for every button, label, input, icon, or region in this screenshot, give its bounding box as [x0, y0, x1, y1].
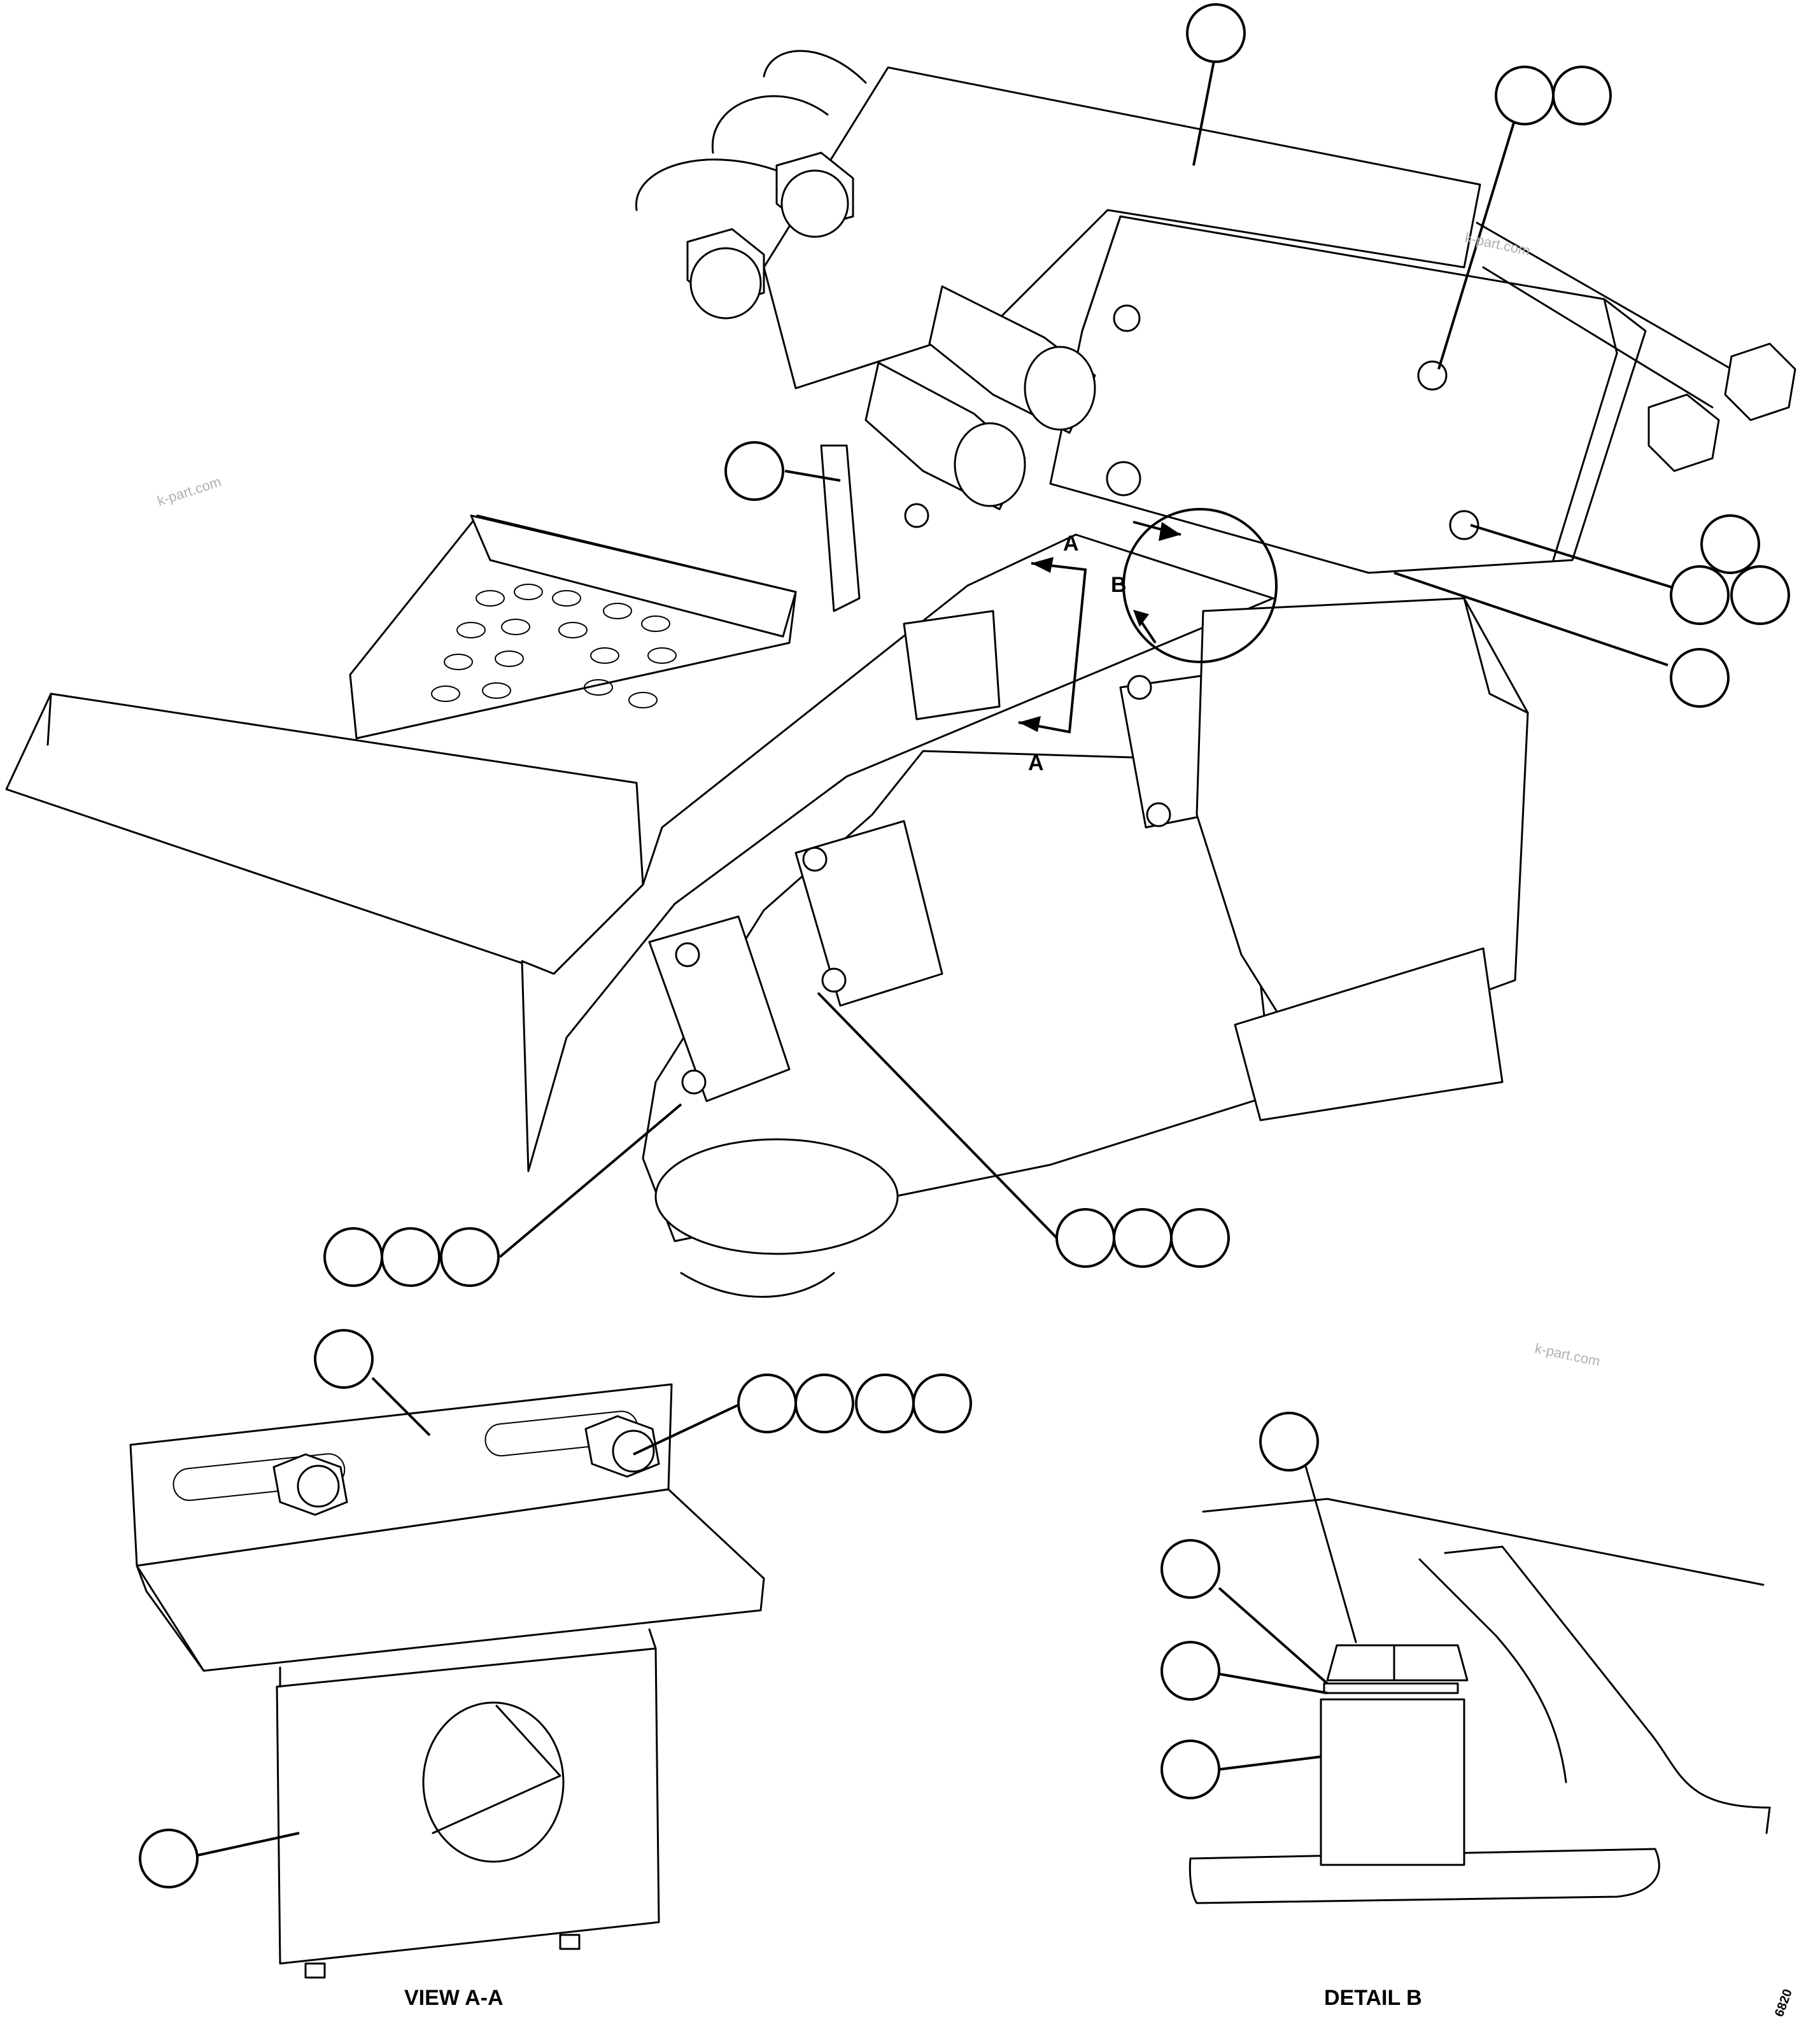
watermark: k-part.com [155, 474, 223, 509]
callout-balloon [1670, 648, 1730, 708]
callout-balloon [1259, 1412, 1319, 1472]
callout-balloon [440, 1227, 500, 1287]
callout-balloon [1055, 1208, 1115, 1268]
small-bracket [903, 610, 1001, 720]
main-support-plate [521, 533, 1274, 1172]
callout-balloon [1186, 3, 1246, 63]
hex-bolt [775, 151, 854, 238]
callout-balloon [912, 1374, 972, 1433]
callout-balloon [794, 1374, 854, 1433]
nut [1417, 360, 1448, 391]
callout-balloon [314, 1329, 374, 1389]
callout-balloon [1113, 1208, 1173, 1268]
perforated-step [349, 514, 797, 740]
nut [904, 503, 929, 528]
callout-balloon [724, 441, 784, 501]
clamp-bore [422, 1701, 565, 1863]
hex-nut [584, 1415, 660, 1478]
pump-housing [642, 750, 1274, 1298]
callout-balloon [1160, 1641, 1220, 1701]
callout-balloon [1170, 1208, 1230, 1268]
hex-bolt [1724, 342, 1796, 421]
callout-balloon [1160, 1739, 1220, 1799]
hex-bolt [1647, 393, 1720, 472]
section-a-label-top: A [1063, 531, 1079, 556]
nut [1449, 510, 1479, 540]
callout-balloon [1160, 1539, 1220, 1599]
detail-b-circle [1122, 508, 1278, 663]
strap [820, 444, 861, 612]
callout-balloon [1552, 66, 1612, 125]
callout-balloon [1495, 66, 1555, 125]
view-aa-title: VIEW A-A [404, 1986, 504, 2010]
callout-balloon [737, 1374, 797, 1433]
detail-b: DETAIL B [1160, 1412, 1771, 2010]
platform-plate [5, 692, 644, 975]
view-aa: VIEW A-A [129, 1329, 972, 2010]
section-b-label: B [1111, 573, 1127, 597]
flange-clamp [794, 820, 943, 1007]
mounting-foot [1189, 1848, 1660, 1904]
callout-balloon [855, 1374, 915, 1433]
callout-balloon [381, 1227, 441, 1287]
callouts-main [323, 3, 1790, 1287]
quick-coupler [864, 362, 1026, 510]
quick-coupler [928, 285, 1096, 434]
section-a-label-bottom: A [1028, 751, 1044, 775]
nut [1113, 304, 1141, 332]
hex-bolt [686, 228, 765, 320]
flange-clamp [648, 915, 791, 1102]
callout-balloon [1700, 514, 1760, 574]
figure-code: 6820 [1772, 1987, 1795, 2018]
bolt-head [1326, 1644, 1469, 1682]
callout-balloon [1670, 565, 1730, 625]
callout-balloon [323, 1227, 383, 1287]
control-valve [1196, 597, 1529, 1121]
nut [1106, 461, 1141, 496]
main-assembly [5, 50, 1796, 1298]
mounting-bracket-plate [1049, 215, 1647, 574]
callout-balloon [139, 1829, 199, 1888]
detail-b-title: DETAIL B [1324, 1986, 1422, 2010]
watermark: k-part.com [1534, 1340, 1602, 1369]
section-markers: A A B [1018, 508, 1278, 775]
spacer [1320, 1698, 1465, 1866]
hex-nut [272, 1453, 348, 1516]
callout-balloon [1730, 565, 1790, 625]
washer [1323, 1682, 1459, 1694]
